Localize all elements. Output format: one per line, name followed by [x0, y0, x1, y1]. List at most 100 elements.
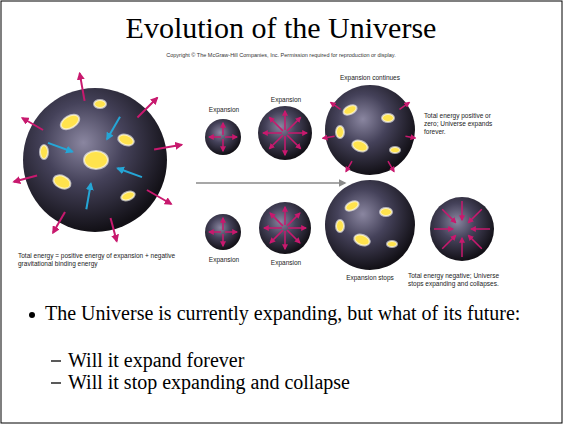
- gravity-arrow: [48, 143, 72, 152]
- universe-sphere: [325, 180, 415, 270]
- expansion-arrow: [287, 117, 300, 130]
- galaxies: [336, 199, 397, 247]
- galaxies: [336, 103, 400, 153]
- expansion-arrow: [346, 161, 352, 171]
- bullet-dot: [29, 312, 35, 318]
- stage-label: Expansion: [209, 106, 239, 114]
- galaxy: [40, 145, 48, 159]
- universe-sphere: [205, 214, 241, 250]
- universe-sphere: [258, 106, 312, 160]
- expansion-arrow: [14, 176, 37, 182]
- universe-sphere: [325, 85, 415, 175]
- gravity-arrow: [107, 117, 120, 140]
- collapse-arrow: [461, 238, 463, 257]
- expansion-arrow: [288, 132, 307, 134]
- galaxy: [344, 199, 360, 212]
- expansion-arrow: [154, 145, 182, 150]
- collapse-arrow: [461, 201, 463, 220]
- stage-label: Expansion: [209, 256, 239, 264]
- expansion-arrow: [399, 102, 409, 109]
- galaxy: [51, 173, 72, 191]
- gravity-arrow: [86, 184, 91, 210]
- bullet-dash: [51, 382, 61, 383]
- galaxy: [387, 241, 397, 247]
- expansion-arrows: [264, 207, 306, 249]
- expansion-arrow: [137, 98, 157, 118]
- expansion-arrows: [209, 123, 237, 151]
- universe-sphere: [23, 88, 167, 232]
- copyright-note: Copyright © The McGraw-Hill Companies, I…: [166, 52, 395, 59]
- galaxy: [351, 139, 369, 154]
- collapse-arrows: [434, 201, 490, 257]
- expansion-arrow: [80, 73, 85, 101]
- energy-note: Total energy = positive energy of expans…: [18, 252, 178, 268]
- expansion-arrow: [388, 161, 394, 171]
- collapse-arrow: [434, 228, 453, 230]
- expansion-arrow: [209, 136, 221, 138]
- expansion-arrow: [22, 118, 43, 130]
- expansion-arrow: [147, 190, 171, 204]
- expansion-arrow: [269, 135, 282, 148]
- galaxy: [117, 133, 135, 148]
- bullet-dash: [51, 360, 61, 361]
- expansion-arrow: [284, 231, 286, 249]
- expansion-arrows: [323, 102, 416, 171]
- expansion-arrow: [284, 111, 286, 130]
- expansion-arrow: [222, 139, 224, 151]
- galaxy: [84, 151, 108, 169]
- stage-label: Expansion: [271, 96, 301, 104]
- galaxy: [336, 126, 344, 138]
- expansion-arrow: [287, 135, 300, 148]
- expansion-arrow: [263, 132, 282, 134]
- expansion-arrow: [264, 227, 282, 229]
- collapse-arrow: [442, 235, 455, 248]
- galaxy: [120, 190, 136, 202]
- expansion-arrow: [270, 230, 283, 243]
- galaxy: [336, 220, 344, 232]
- galaxy: [382, 114, 394, 122]
- expansion-arrow: [209, 231, 221, 233]
- stage-label: Expansion: [271, 259, 301, 267]
- outcome-note: Total energy negative; Universe stops ex…: [408, 272, 502, 288]
- stage-label: Expansion stops: [346, 274, 394, 282]
- galaxy: [380, 208, 392, 216]
- collapse-arrow: [471, 228, 490, 230]
- collapse-arrow: [468, 235, 481, 248]
- bullet-text: The Universe is currently expanding, but…: [45, 302, 553, 324]
- sub-bullet-text: Will it expand forever: [68, 349, 244, 371]
- expansion-arrow: [331, 102, 341, 109]
- gravity-arrows: [48, 117, 142, 210]
- collapse-arrow: [442, 209, 455, 222]
- expansion-arrow: [53, 212, 65, 233]
- slide-title: Evolution of the Universe: [126, 10, 437, 46]
- expansion-arrow: [287, 213, 300, 226]
- sub-bullet-text: Will it stop expanding and collapse: [68, 371, 350, 393]
- expansion-arrows: [14, 73, 182, 241]
- expansion-arrow: [225, 136, 237, 138]
- outcome-note: Total energy positive or zero; Universe …: [424, 112, 498, 135]
- expansion-arrow: [270, 213, 283, 226]
- expansion-arrow: [111, 218, 117, 241]
- expansion-arrow: [222, 234, 224, 246]
- gravity-arrow: [118, 168, 142, 177]
- expansion-arrow: [405, 136, 415, 138]
- expansion-arrow: [222, 218, 224, 230]
- galaxy: [342, 103, 358, 116]
- galaxy: [390, 147, 400, 153]
- expansion-arrow: [284, 136, 286, 155]
- expansion-arrows: [263, 111, 307, 155]
- collapse-arrow: [468, 209, 481, 222]
- galaxies: [40, 100, 136, 202]
- expansion-arrow: [269, 117, 282, 130]
- universe-sphere: [259, 202, 311, 254]
- universe-sphere: [205, 119, 241, 155]
- galaxy: [94, 100, 106, 108]
- stage-label: Expansion continues: [340, 74, 400, 82]
- universe-sphere: [430, 197, 494, 261]
- expansion-arrow: [323, 136, 335, 138]
- expansion-arrow: [225, 231, 237, 233]
- expansion-arrows: [209, 218, 237, 246]
- expansion-arrow: [222, 123, 224, 135]
- galaxy: [58, 112, 81, 132]
